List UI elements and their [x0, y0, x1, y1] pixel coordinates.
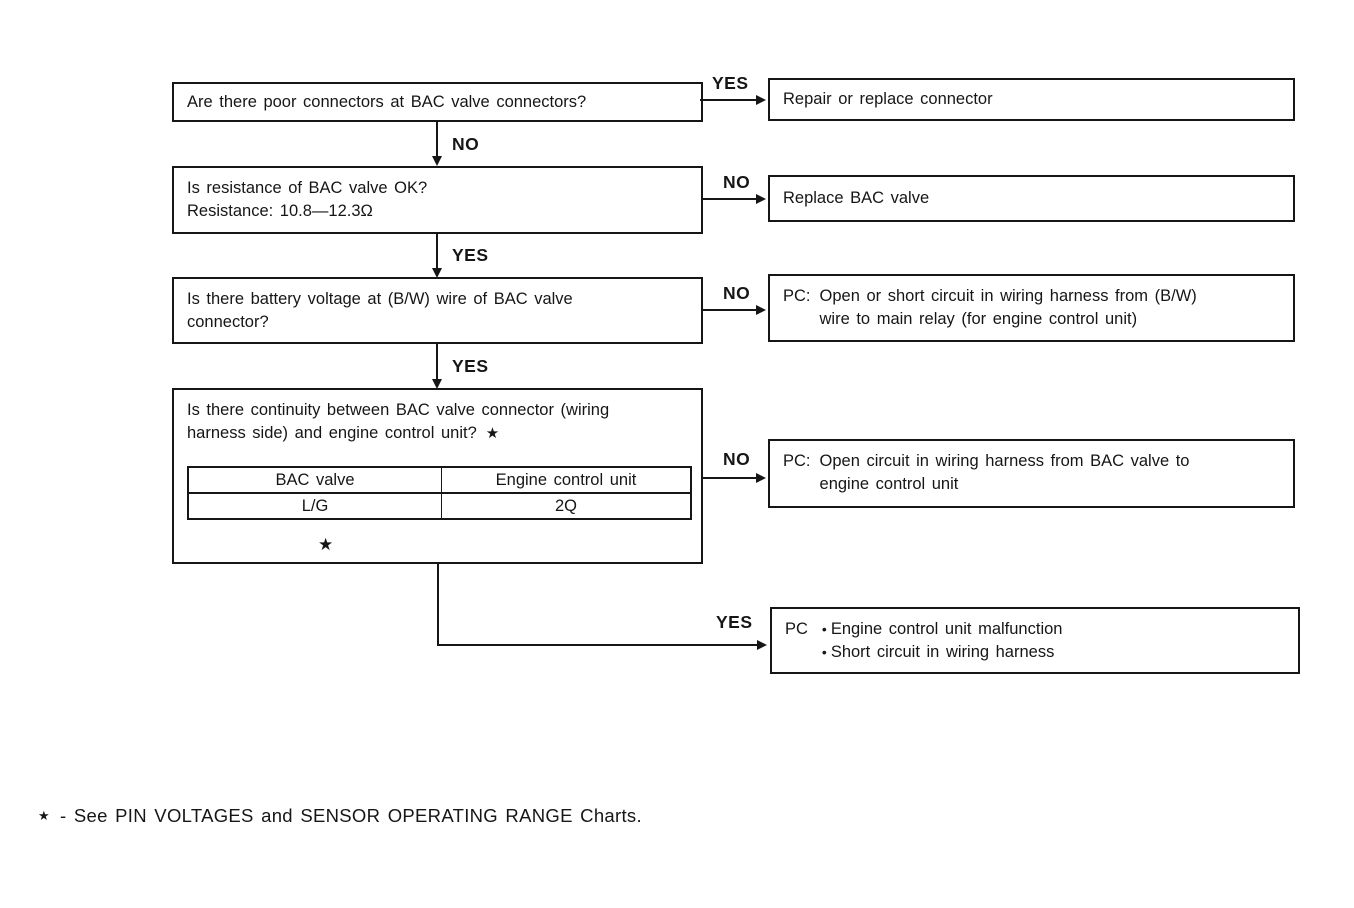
- connector-line-step2-no: [703, 198, 757, 200]
- continuity-table: BAC valve Engine control unit L/G 2Q: [187, 466, 692, 520]
- branch-label-step3-no: NO: [723, 283, 751, 303]
- action-line-1: Open or short circuit in wiring harness …: [819, 287, 1197, 305]
- bullet-item: • Engine control unit malfunction: [822, 618, 1063, 641]
- branch-label-step2-no: NO: [723, 172, 751, 192]
- arrowhead-right-icon: [756, 194, 766, 204]
- table-header-row: BAC valve Engine control unit: [189, 468, 690, 494]
- branch-label-step4-yes: YES: [716, 612, 753, 632]
- pc-prefix: PC:: [783, 287, 811, 305]
- action-box-replace-bac-valve: Replace BAC valve: [768, 175, 1295, 222]
- table-cell-ecu-pin: 2Q: [554, 497, 577, 515]
- question-box-continuity: Is there continuity between BAC valve co…: [172, 388, 703, 564]
- footnote: ★ - See PIN VOLTAGES and SENSOR OPERATIN…: [38, 805, 642, 827]
- question-line-2: harness side) and engine control unit? ★: [187, 422, 688, 445]
- connector-line-step3-no: [703, 309, 757, 311]
- question-box-resistance: Is resistance of BAC valve OK? Resistanc…: [172, 166, 703, 234]
- bullet-icon: •: [821, 621, 827, 637]
- arrowhead-right-icon: [756, 473, 766, 483]
- connector-line-step1-yes: [700, 99, 757, 101]
- star-icon: ★: [38, 808, 50, 823]
- branch-label-step4-no: NO: [723, 449, 751, 469]
- table-cell-wire-color: L/G: [189, 494, 442, 518]
- action-box-ecu-malfunction: PC • Engine control unit malfunction • S…: [770, 607, 1300, 674]
- connector-line-step2-yes: [436, 234, 438, 270]
- question-box-battery-voltage: Is there battery voltage at (B/W) wire o…: [172, 277, 703, 344]
- branch-label-step1-yes: YES: [712, 73, 749, 93]
- connector-line-step1-no: [436, 122, 438, 158]
- bullet-text: Engine control unit malfunction: [830, 620, 1063, 638]
- action-box-open-circuit-harness: PC: Open circuit in wiring harness from …: [768, 439, 1295, 508]
- arrowhead-right-icon: [756, 95, 766, 105]
- table-header-engine-control-unit: Engine control unit: [495, 471, 637, 489]
- action-box-open-short-harness: PC: Open or short circuit in wiring harn…: [768, 274, 1295, 342]
- action-text: Repair or replace connector: [783, 90, 993, 108]
- question-line-1: Is there continuity between BAC valve co…: [187, 401, 610, 419]
- star-icon: ★: [485, 425, 500, 442]
- question-line-1: Is there battery voltage at (B/W) wire o…: [187, 290, 573, 308]
- action-line-2: wire to main relay (for engine control u…: [819, 310, 1138, 328]
- action-text: Replace BAC valve: [783, 189, 930, 207]
- pc-prefix: PC: [785, 620, 808, 638]
- question-line-1: Is resistance of BAC valve OK?: [187, 179, 428, 197]
- action-lines: Open or short circuit in wiring harness …: [820, 285, 1197, 331]
- question-line-2: Resistance: 10.8—12.3Ω: [187, 202, 373, 220]
- connector-line-step4-yes-horizontal: [437, 644, 758, 646]
- table-header-bac-valve: BAC valve: [189, 468, 442, 492]
- arrowhead-down-icon: [432, 379, 442, 389]
- connector-line-step4-yes-vertical: [437, 562, 439, 646]
- branch-label-step1-no: NO: [452, 134, 480, 154]
- connector-line-step3-yes: [436, 344, 438, 381]
- bullet-icon: •: [821, 644, 827, 660]
- connector-line-step4-no: [703, 477, 757, 479]
- question-line-2-text: harness side) and engine control unit?: [187, 424, 477, 442]
- action-box-repair-connector: Repair or replace connector: [768, 78, 1295, 121]
- question-line-2: connector?: [187, 313, 269, 331]
- bullet-item: • Short circuit in wiring harness: [822, 641, 1063, 664]
- arrowhead-down-icon: [432, 268, 442, 278]
- arrowhead-right-icon: [757, 640, 767, 650]
- action-line-1: Open circuit in wiring harness from BAC …: [819, 452, 1190, 470]
- star-icon: ★: [318, 535, 334, 554]
- table-data-row: L/G 2Q: [189, 494, 690, 518]
- arrowhead-down-icon: [432, 156, 442, 166]
- action-bullet-list: • Engine control unit malfunction • Shor…: [822, 618, 1063, 664]
- branch-label-step3-yes: YES: [452, 356, 489, 376]
- footnote-text: - See PIN VOLTAGES and SENSOR OPERATING …: [59, 805, 642, 826]
- question-text: Are there poor connectors at BAC valve c…: [187, 92, 587, 111]
- bullet-text: Short circuit in wiring harness: [830, 643, 1055, 661]
- pc-prefix: PC:: [783, 452, 811, 470]
- action-lines: Open circuit in wiring harness from BAC …: [820, 450, 1190, 496]
- action-line-2: engine control unit: [819, 475, 959, 493]
- question-box-poor-connectors: Are there poor connectors at BAC valve c…: [172, 82, 703, 122]
- arrowhead-right-icon: [756, 305, 766, 315]
- branch-label-step2-yes: YES: [452, 245, 489, 265]
